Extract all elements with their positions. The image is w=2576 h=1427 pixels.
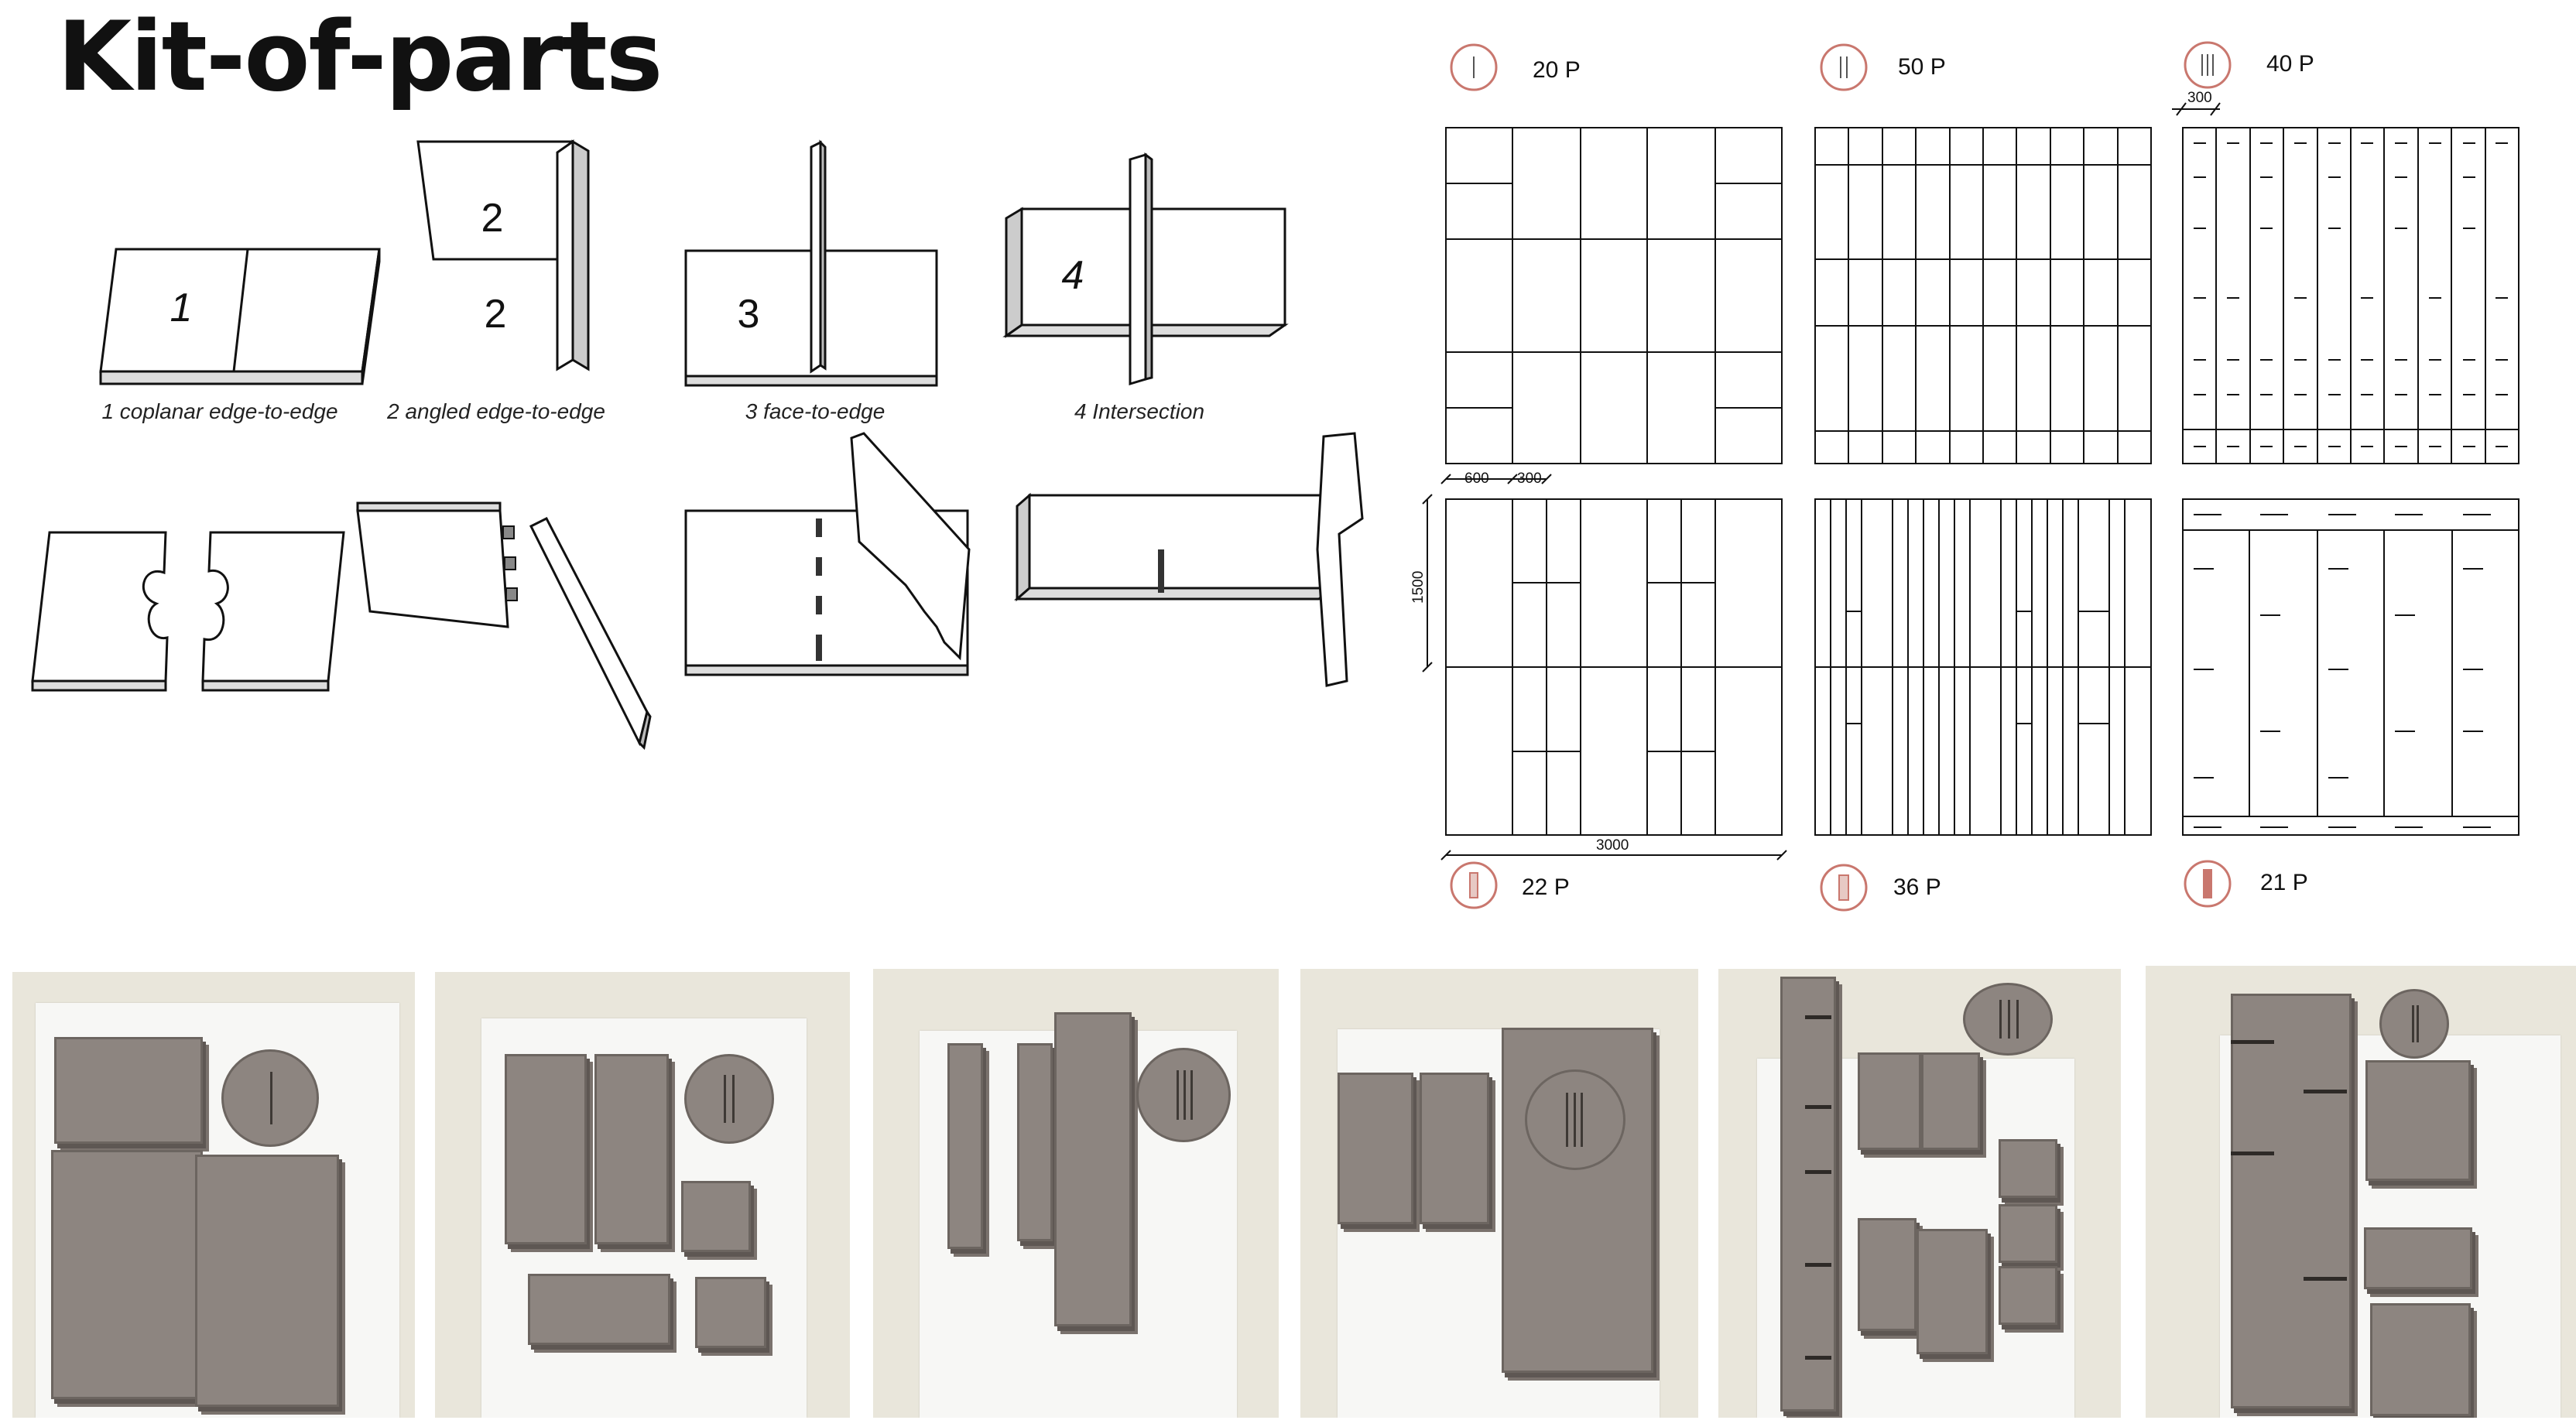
sheet-count-36p: 36 P (1893, 874, 1941, 900)
cutting-sheet-36p (1814, 498, 2152, 836)
dimension-3000: 3000 (1596, 837, 1629, 854)
joint-2-angled-diagram (416, 139, 590, 371)
finger-joint-diagram (356, 501, 652, 751)
cutting-sheet-21p (2182, 498, 2519, 836)
dimension-300-left: 300 (1517, 471, 1542, 487)
puzzle-joint-diagram (31, 531, 345, 692)
single-bar-badge-icon (1450, 861, 1498, 909)
joint-1-coplanar-diagram (99, 248, 381, 385)
sheet-count-22p: 22 P (1522, 874, 1570, 900)
sheet-count-40p: 40 P (2266, 51, 2314, 77)
triple-line-badge-icon (2184, 41, 2232, 89)
photo-50p-kit (873, 969, 1279, 1418)
slot-intersection-diagram (1014, 432, 1364, 687)
sheet-count-20p: 20 P (1533, 57, 1581, 83)
cutting-sheet-22p (1422, 474, 1787, 861)
cutting-sheet-20p (1445, 127, 1783, 464)
joint-2-number-bottom: 2 (484, 292, 507, 337)
double-bar-badge-icon (1820, 864, 1868, 912)
photo-40p-kit (1718, 969, 2121, 1418)
joint-3-number: 3 (737, 292, 760, 337)
joint-1-label: 1 coplanar edge-to-edge (101, 399, 338, 423)
single-line-badge-icon (1450, 43, 1498, 91)
joint-2-number-top: 2 (481, 196, 504, 241)
page-title: Kit-of-parts (57, 2, 663, 113)
joint-4-number: 4 (1061, 253, 1084, 298)
sheet-count-50p: 50 P (1898, 54, 1946, 80)
joint-4-label: 4 Intersection (1074, 399, 1205, 423)
cutting-sheet-40p (2172, 102, 2519, 464)
dimension-300-top: 300 (2187, 90, 2212, 106)
photo-20p-kit (12, 972, 415, 1418)
joint-2-label: 2 angled edge-to-edge (387, 399, 605, 423)
cutting-sheet-50p (1814, 127, 2152, 464)
joint-3-face-to-edge-diagram (684, 139, 938, 387)
joint-1-number: 1 (170, 286, 193, 330)
slotted-face-joint-diagram (684, 432, 971, 676)
photo-21p-kit (2146, 966, 2576, 1418)
photo-22p-kit (435, 972, 850, 1418)
dimension-600: 600 (1464, 471, 1489, 487)
double-line-badge-icon (1820, 43, 1868, 91)
sheet-count-21p: 21 P (2260, 870, 2308, 895)
photo-36p-kit (1300, 969, 1698, 1418)
joint-4-intersection-diagram (1002, 152, 1289, 386)
dimension-1500: 1500 (1410, 570, 1427, 604)
triple-bar-badge-icon (2184, 860, 2232, 908)
joint-3-label: 3 face-to-edge (745, 399, 886, 423)
